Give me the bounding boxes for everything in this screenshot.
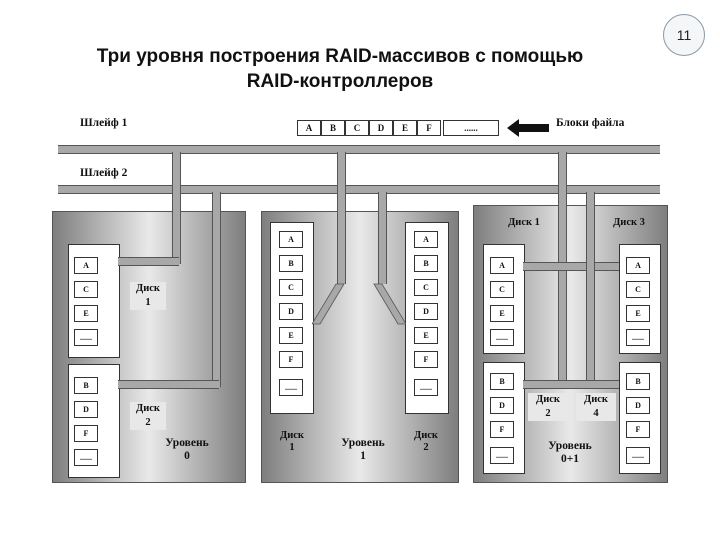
disk-block: ......: [279, 379, 303, 396]
connector-line: [523, 262, 619, 271]
level0-disk-1: A C E ......: [68, 244, 120, 358]
disk-block: E: [414, 327, 438, 344]
disk-block: D: [490, 397, 514, 414]
disk-block: A: [490, 257, 514, 274]
disk-block: A: [74, 257, 98, 274]
connector-line: [212, 192, 221, 387]
file-block: C: [345, 120, 369, 136]
level0-label: Уровень 0: [165, 437, 209, 462]
connector-line: [337, 152, 346, 284]
file-block: F: [417, 120, 441, 136]
level0-disk-2: B D F ......: [68, 364, 120, 478]
connector-mirror-y: [312, 283, 406, 325]
disk-block: E: [279, 327, 303, 344]
level1-disk-1-label: Диск 1: [280, 430, 304, 453]
disk-block: C: [490, 281, 514, 298]
file-block: A: [297, 120, 321, 136]
disk-block: C: [414, 279, 438, 296]
title-line-2: RAID-контроллеров: [246, 71, 434, 92]
file-block: E: [393, 120, 417, 136]
disk-block: D: [74, 401, 98, 418]
level01-disk-3-label: Диск 3: [613, 217, 645, 228]
disk-block: ......: [414, 379, 438, 396]
disk-block: C: [626, 281, 650, 298]
disk-block: F: [490, 421, 514, 438]
level01-disk-1: A C E ......: [483, 244, 525, 354]
level1-disk-1: A B C D E F ......: [270, 222, 314, 414]
disk-block: B: [414, 255, 438, 272]
disk-block: D: [626, 397, 650, 414]
connector-line: [172, 152, 181, 264]
disk-block: F: [626, 421, 650, 438]
disk-block: F: [279, 351, 303, 368]
file-block: ......: [443, 120, 499, 136]
disk-block: ......: [490, 447, 514, 464]
disk-block: E: [74, 305, 98, 322]
disk-block: ......: [490, 329, 514, 346]
disk-block: ......: [74, 329, 98, 346]
disk-block: B: [279, 255, 303, 272]
level1-disk-2-label: Диск 2: [414, 430, 438, 453]
title-line-1: Три уровня построения RAID-массивов с по…: [96, 46, 584, 67]
disk-block: E: [490, 305, 514, 322]
file-block: D: [369, 120, 393, 136]
disk-block: B: [626, 373, 650, 390]
disk-block: D: [279, 303, 303, 320]
disk-block: C: [279, 279, 303, 296]
arrow-left-icon: [507, 119, 549, 137]
connector-line: [523, 380, 619, 389]
level01-disk-2-label: Диск 2: [528, 393, 568, 421]
level1-label: Уровень 1: [341, 437, 385, 462]
disk-block: F: [74, 425, 98, 442]
disk-block: C: [74, 281, 98, 298]
disk-block: ......: [626, 329, 650, 346]
disk-block: F: [414, 351, 438, 368]
disk-block: B: [74, 377, 98, 394]
bus-2-line: [58, 185, 660, 194]
disk-block: E: [626, 305, 650, 322]
disk-block: ......: [626, 447, 650, 464]
connector-line: [118, 257, 179, 266]
bus-1-label: Шлейф 1: [80, 117, 128, 129]
disk-block: A: [414, 231, 438, 248]
disk-block: ......: [74, 449, 98, 466]
bus-1-line: [58, 145, 660, 154]
connector-line: [378, 192, 387, 284]
level1-disk-2: A B C D E F ......: [405, 222, 449, 414]
level01-disk-1-label: Диск 1: [508, 217, 540, 228]
level01-disk-4: B D F ......: [619, 362, 661, 474]
disk-block: B: [490, 373, 514, 390]
level01-label: Уровень 0+1: [548, 440, 592, 465]
file-blocks-label: Блоки файла: [556, 117, 625, 129]
level01-disk-3: A C E ......: [619, 244, 661, 354]
level0-disk-1-label: Диск 1: [130, 282, 166, 310]
disk-block: D: [414, 303, 438, 320]
slide-title: Три уровня построения RAID-массивов с по…: [30, 44, 650, 94]
disk-block: A: [626, 257, 650, 274]
level01-disk-4-label: Диск 4: [576, 393, 616, 421]
bus-2-label: Шлейф 2: [80, 167, 128, 179]
connector-line: [118, 380, 219, 389]
file-blocks-row: A B C D E F ......: [297, 120, 499, 136]
page-number: 11: [663, 14, 705, 56]
connector-line: [586, 192, 595, 384]
disk-block: A: [279, 231, 303, 248]
level0-disk-2-label: Диск 2: [130, 402, 166, 430]
file-block: B: [321, 120, 345, 136]
level01-disk-2: B D F ......: [483, 362, 525, 474]
